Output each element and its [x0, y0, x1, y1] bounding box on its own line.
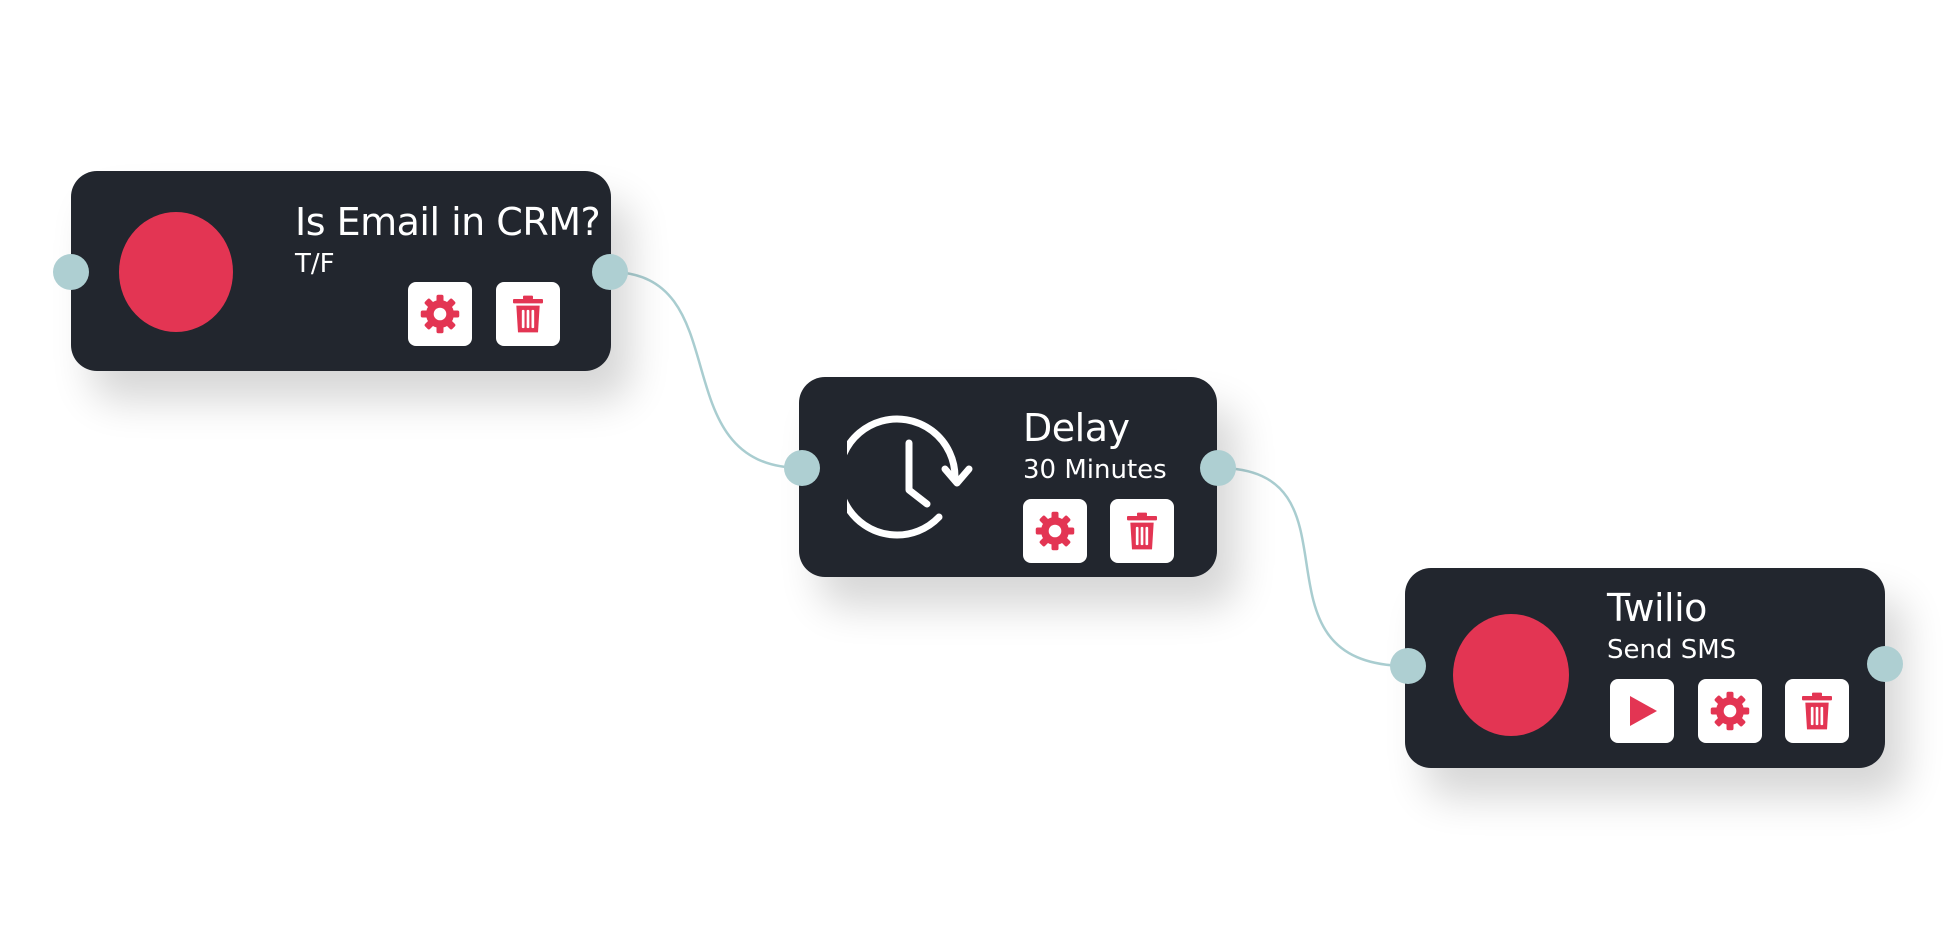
gear-icon [1034, 510, 1076, 552]
twilio-input-port[interactable] [1390, 648, 1426, 684]
node-title: Is Email in CRM? [295, 200, 601, 244]
crm-check-output-port[interactable] [592, 254, 628, 290]
trash-icon [1797, 690, 1837, 732]
delete-button[interactable] [1110, 499, 1174, 563]
clock-icon [835, 413, 983, 549]
node-delay[interactable]: Delay 30 Minutes [799, 377, 1217, 577]
gear-icon [1709, 690, 1751, 732]
node-twilio[interactable]: Twilio Send SMS [1405, 568, 1885, 768]
node-subtitle: Send SMS [1607, 635, 1737, 665]
node-title: Twilio [1607, 586, 1707, 630]
node-red-circle-icon [119, 212, 233, 332]
node-crm-check[interactable]: Is Email in CRM? T/F [71, 171, 611, 371]
trash-icon [508, 293, 548, 335]
connector-crm-to-delay [609, 270, 803, 470]
delete-button[interactable] [1785, 679, 1849, 743]
trash-icon [1122, 510, 1162, 552]
crm-check-input-port[interactable] [53, 254, 89, 290]
node-subtitle: T/F [295, 249, 335, 279]
node-red-circle-icon [1453, 614, 1569, 736]
settings-button[interactable] [1698, 679, 1762, 743]
node-title: Delay [1023, 406, 1130, 450]
play-icon [1624, 691, 1660, 731]
settings-button[interactable] [1023, 499, 1087, 563]
node-subtitle: 30 Minutes [1023, 455, 1167, 485]
settings-button[interactable] [408, 282, 472, 346]
delay-output-port[interactable] [1200, 450, 1236, 486]
twilio-output-port[interactable] [1867, 646, 1903, 682]
delete-button[interactable] [496, 282, 560, 346]
connector-delay-to-twilio [1217, 466, 1409, 668]
delay-input-port[interactable] [784, 450, 820, 486]
run-button[interactable] [1610, 679, 1674, 743]
gear-icon [419, 293, 461, 335]
